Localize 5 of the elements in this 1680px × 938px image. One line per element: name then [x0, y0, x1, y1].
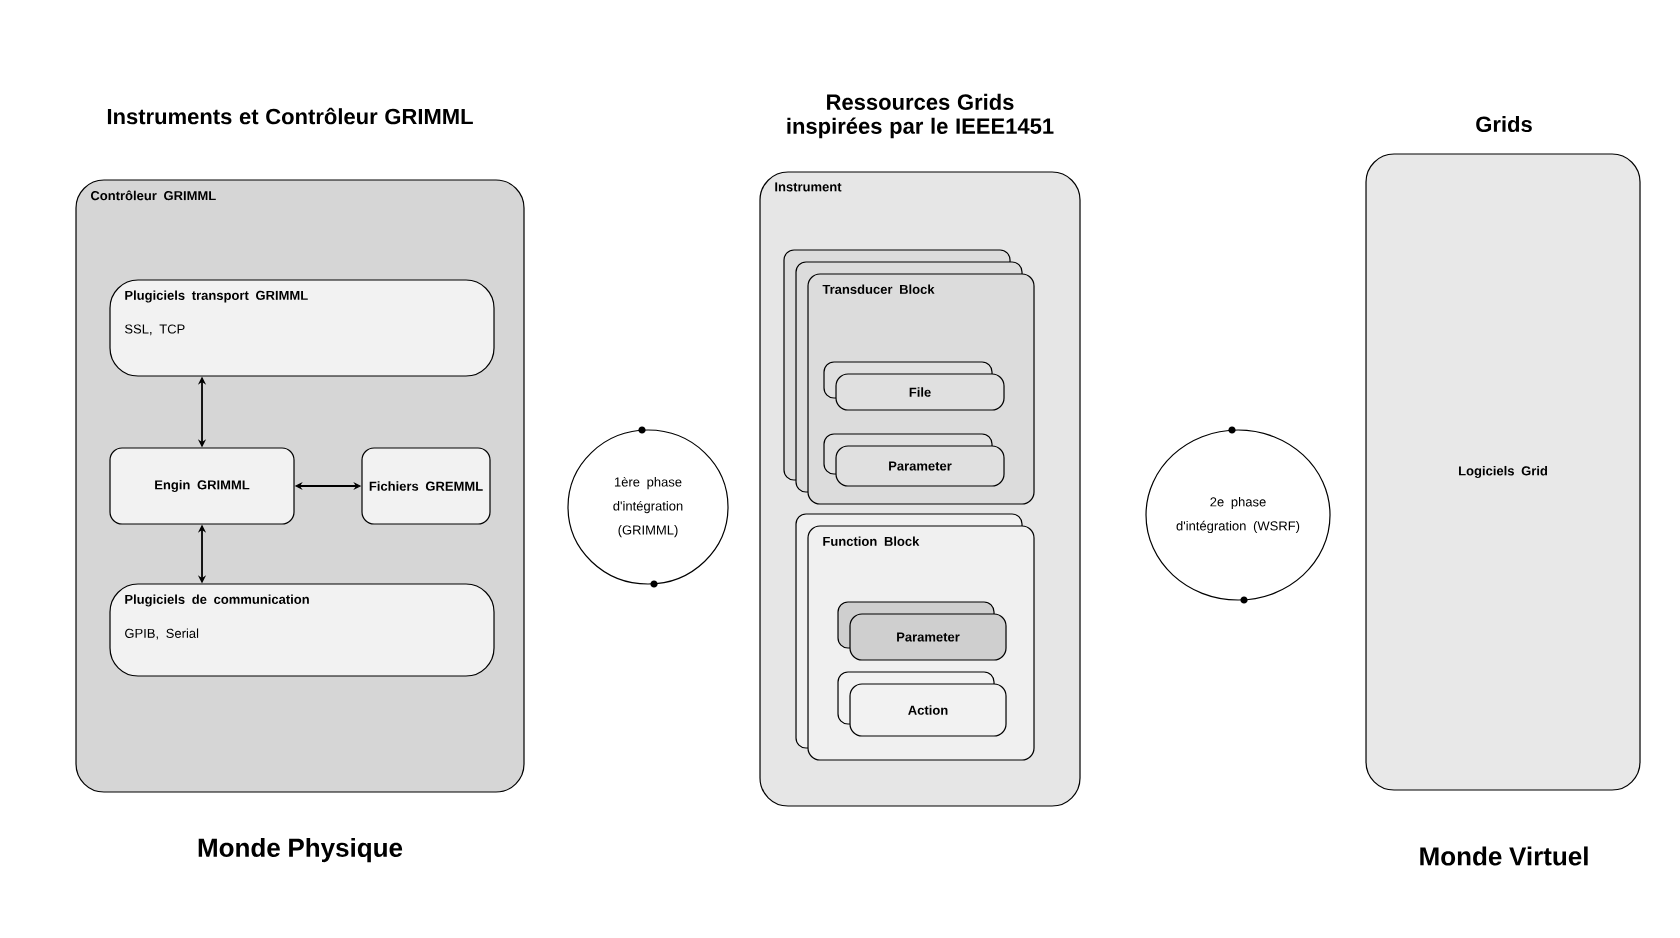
- heading: Instruments et Contrôleur GRIMML: [107, 107, 473, 125]
- heading: Grids: [1476, 115, 1532, 133]
- heading: Ressources Grids inspirées par le IEEE1451: [787, 93, 1054, 139]
- world-label: Monde Virtuel: [1420, 846, 1588, 866]
- world-label: Monde Physique: [198, 837, 403, 863]
